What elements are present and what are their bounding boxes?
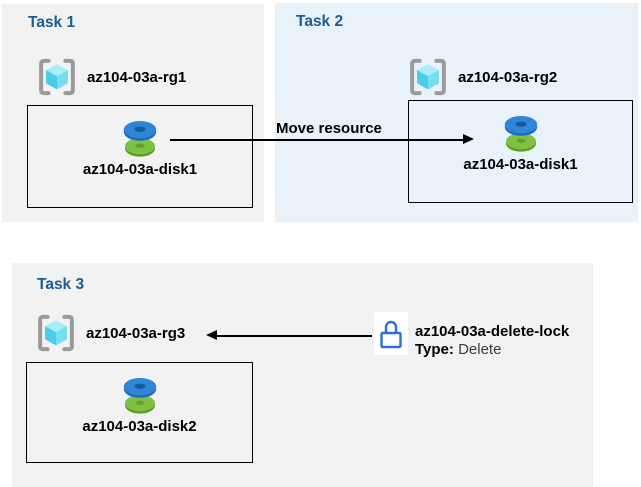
disk-icon (498, 113, 544, 153)
delete-lock-type-label: Type: (415, 341, 454, 358)
delete-lock-text: az104-03a-delete-lock Type: Delete (415, 312, 569, 359)
resource-group-icon (407, 56, 449, 98)
task3-resource-box: az104-03a-disk2 (26, 362, 253, 463)
task3-panel (12, 263, 593, 487)
task3-resource-group: az104-03a-rg3 (35, 312, 185, 354)
task2-title: Task 2 (296, 13, 344, 30)
task1-disk-label: az104-03a-disk1 (82, 161, 198, 178)
task2-resource-group-label: az104-03a-rg2 (458, 68, 558, 86)
move-arrow-head (463, 134, 474, 144)
disk-icon (117, 118, 163, 158)
resource-group-icon (35, 312, 77, 354)
resource-group-icon (36, 56, 78, 98)
task3-resource-group-label: az104-03a-rg3 (86, 324, 186, 342)
task1-resource-group-label: az104-03a-rg1 (87, 68, 187, 86)
task2-disk-label: az104-03a-disk1 (463, 156, 578, 173)
lock-arrow-head (206, 330, 217, 340)
task1-resource-box: az104-03a-disk1 (27, 105, 253, 208)
lock-icon (374, 312, 408, 355)
delete-lock-type-value: Delete (458, 341, 502, 358)
delete-lock-name: az104-03a-delete-lock (415, 323, 570, 340)
task3-title: Task 3 (37, 276, 85, 293)
disk-icon (117, 375, 163, 415)
delete-lock: az104-03a-delete-lock Type: Delete (374, 312, 569, 359)
task2-resource-group: az104-03a-rg2 (407, 56, 557, 98)
delete-lock-type: Type: Delete (415, 341, 569, 359)
task1-resource-group: az104-03a-rg1 (36, 56, 186, 98)
task1-title: Task 1 (28, 14, 76, 31)
task1-panel (2, 4, 264, 222)
task2-panel (275, 3, 638, 222)
task3-disk-label: az104-03a-disk2 (82, 418, 197, 435)
move-arrow-line (170, 139, 463, 141)
lock-arrow-line (217, 335, 372, 337)
move-resource-label: Move resource (276, 120, 382, 137)
task2-resource-box: az104-03a-disk1 (408, 100, 633, 203)
